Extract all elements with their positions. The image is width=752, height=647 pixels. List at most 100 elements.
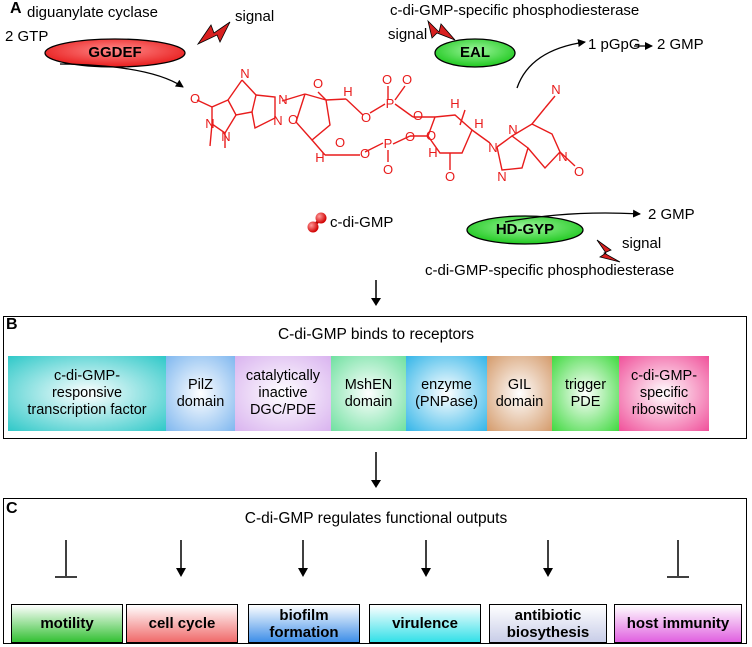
atom-label: O — [405, 129, 415, 144]
atom-label: N — [221, 129, 230, 144]
receptor-trigger-pde: trigger PDE — [552, 356, 619, 431]
atom-label: O — [361, 110, 371, 125]
hdgyp-products-label: 2 GMP — [648, 206, 695, 223]
eal-products-gmp-label: 2 GMP — [657, 36, 704, 53]
signal-bolt-icon — [427, 19, 456, 41]
panel-c-box — [3, 498, 747, 644]
activate-arrow — [421, 540, 431, 577]
arrow-a-to-b — [371, 280, 381, 306]
receptor-label: c-di-GMP- specific riboswitch — [630, 368, 698, 418]
output-virulence: virulence — [369, 604, 481, 643]
receptor-label: c-di-GMP- responsive transcription facto… — [27, 368, 147, 418]
atom-label: O — [190, 91, 200, 106]
panel-b-letter: B — [6, 316, 18, 333]
atom-label: H — [343, 84, 352, 99]
atom-label: O — [335, 135, 345, 150]
atom-label: O — [313, 76, 323, 91]
activate-arrow — [543, 540, 553, 577]
panel-a-diagram: N O N N N N O O H O P O O O O H O P O O … — [44, 19, 653, 263]
hdgyp-enzyme — [466, 215, 584, 245]
panel-c-letter: C — [6, 500, 18, 517]
output-label: biofilm formation — [269, 606, 339, 641]
receptor-label: enzyme (PNPase) — [415, 376, 478, 410]
atom-label: N — [273, 113, 282, 128]
receptor-label: GIL domain — [495, 376, 544, 410]
atom-label: N — [240, 66, 249, 81]
atom-label: O — [382, 72, 392, 87]
output-antibiotic-biosynthesis: antibiotic biosythesis — [489, 604, 607, 643]
eal-products-label: 1 pGpG — [588, 36, 641, 53]
atom-label: N — [551, 82, 560, 97]
atom-label: N — [205, 116, 214, 131]
output-label: virulence — [392, 615, 458, 632]
activate-arrow — [176, 540, 186, 577]
signal-label: signal — [235, 8, 275, 25]
receptor-riboswitch: c-di-GMP- specific riboswitch — [619, 356, 709, 431]
atom-label: O — [360, 146, 370, 161]
atom-label: H — [315, 150, 324, 165]
atom-label: N — [497, 169, 506, 184]
activate-arrow — [298, 540, 308, 577]
output-motility: motility — [11, 604, 123, 643]
receptor-pnpase: enzyme (PNPase) — [406, 356, 487, 431]
receptor-label: catalytically inactive DGC/PDE — [245, 368, 321, 418]
eal-label: EAL — [460, 44, 490, 61]
atom-label: N — [558, 149, 567, 164]
atom-label: O — [426, 128, 436, 143]
receptor-label: trigger PDE — [564, 376, 607, 410]
signal-bolt-icon — [596, 239, 621, 263]
panel-b-box — [3, 316, 747, 439]
inhibit-arrow — [667, 540, 689, 578]
arrow-b-to-c — [371, 452, 381, 488]
output-biofilm-formation: biofilm formation — [248, 604, 360, 643]
receptor-inactive-dgc-pde: catalytically inactive DGC/PDE — [235, 356, 331, 431]
diguanylate-cyclase-label: diguanylate cyclase — [27, 4, 158, 21]
signal-bolt-icon — [196, 21, 231, 45]
hdgyp-label: HD-GYP — [495, 221, 555, 238]
signal-label: signal — [388, 26, 428, 43]
output-cell-cycle: cell cycle — [126, 604, 238, 643]
ggdef-label: GGDEF — [88, 44, 142, 61]
atom-label: O — [445, 169, 455, 184]
receptor-pilz-domain: PilZ domain — [166, 356, 235, 431]
atom-label: N — [508, 122, 517, 137]
output-label: antibiotic biosythesis — [506, 606, 590, 641]
eal-arrow — [516, 39, 586, 89]
panel-a-letter: A — [10, 0, 22, 17]
inhibit-arrow — [55, 540, 77, 578]
panel-b-title: C-di-GMP binds to receptors — [277, 326, 475, 343]
receptor-label: MshEN domain — [344, 376, 393, 410]
atom-label: H — [428, 145, 437, 160]
pde-label-bottom: c-di-GMP-specific phosphodiesterase — [425, 262, 675, 279]
pde-label-top: c-di-GMP-specific phosphodiesterase — [390, 2, 640, 19]
gtp-arrow — [59, 63, 184, 88]
molecule-atoms: N O N N N N O O H O P O O O O H O P O O … — [190, 66, 584, 184]
cdigmp-molecule — [196, 79, 576, 171]
panel-c-effect-arrows — [55, 540, 689, 578]
output-host-immunity: host immunity — [614, 604, 742, 643]
atom-label: O — [288, 112, 298, 127]
receptor-mshen-domain: MshEN domain — [331, 356, 406, 431]
panel-c-title: C-di-GMP regulates functional outputs — [244, 510, 508, 527]
gtp-label: 2 GTP — [5, 28, 49, 45]
atom-label: H — [450, 96, 459, 111]
atom-label: P — [384, 136, 393, 151]
atom-label: O — [574, 164, 584, 179]
output-label: host immunity — [626, 615, 730, 632]
atom-label: N — [278, 92, 287, 107]
cdigmp-legend-icon — [307, 221, 319, 233]
signal-label: signal — [622, 235, 662, 252]
output-label: motility — [40, 615, 94, 632]
output-label: cell cycle — [148, 615, 216, 632]
atom-label: O — [402, 72, 412, 87]
hdgyp-arrow — [504, 209, 641, 223]
receptor-transcription-factor: c-di-GMP- responsive transcription facto… — [8, 356, 166, 431]
atom-label: O — [383, 162, 393, 177]
receptor-label: PilZ domain — [176, 376, 225, 410]
atom-label: O — [413, 108, 423, 123]
cdigmp-legend-icon — [315, 212, 327, 224]
atom-label: P — [386, 96, 395, 111]
receptor-gil-domain: GIL domain — [487, 356, 552, 431]
cdigmp-legend-label: c-di-GMP — [330, 214, 394, 231]
eal-enzyme — [434, 38, 516, 68]
